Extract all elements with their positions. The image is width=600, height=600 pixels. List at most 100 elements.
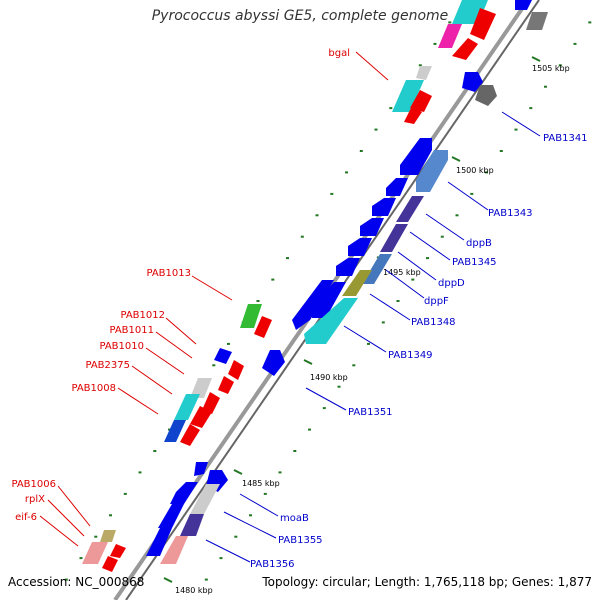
guide-dot (256, 300, 260, 302)
gene-cyan (174, 394, 200, 420)
gene-cyan (392, 80, 424, 112)
gene-label: dppD (438, 278, 465, 289)
tick-label: 1485 kbp (242, 479, 280, 488)
gene-label: PAB1345 (452, 257, 497, 268)
gene-label: PAB1012 (120, 310, 165, 321)
guide-dot (485, 171, 488, 174)
guide-dot (308, 428, 311, 431)
scale-ticks: 1505 kbp 1500 kbp 1495 kbp 1490 kbp 1485… (163, 56, 570, 595)
outer-strand-genes (82, 0, 496, 572)
gene-label: bgal (328, 48, 350, 59)
gene-label: PAB1008 (71, 383, 116, 394)
guide-dot (573, 42, 577, 45)
tick-label: 1500 kbp (456, 166, 494, 175)
guide-dot (94, 535, 98, 538)
guide-dot (337, 385, 341, 388)
gene-label: PAB1006 (11, 479, 56, 490)
inner-strand-genes (146, 0, 548, 564)
gene-cyan (304, 298, 358, 344)
gene-blue (348, 238, 372, 256)
gene-red (228, 360, 244, 380)
map-title: Pyrococcus abyssi GE5, complete genome (151, 8, 449, 24)
guide-dot (345, 171, 348, 174)
topology-text: Topology: circular; Length: 1,765,118 bp… (262, 575, 592, 589)
guide-dot (367, 342, 370, 345)
gene-label: PAB1348 (411, 317, 456, 328)
gene-red (202, 392, 220, 414)
accession-text: Accession: NC_000868 (8, 575, 145, 589)
guide-dot (168, 428, 171, 431)
guide-dot (411, 278, 415, 281)
gene-gray (475, 85, 497, 106)
gene-blue (262, 350, 285, 376)
tick-label: 1505 kbp (532, 64, 570, 73)
gene-label: PAB1013 (146, 268, 191, 279)
guide-dot (433, 42, 437, 45)
gene-blue (372, 198, 396, 216)
gene-pink (160, 536, 188, 564)
guide-dot (123, 492, 127, 495)
gene-light-gray (190, 378, 212, 398)
gene-blue (194, 462, 208, 476)
gene-red (218, 376, 234, 394)
gene-labels-left: bgal PAB1013 PAB1012 PAB1011 PAB1010 PAB… (11, 48, 350, 523)
guide-dot (315, 214, 319, 217)
guide-dot (352, 364, 356, 367)
gene-label: PAB2375 (85, 360, 130, 371)
gene-blue (312, 282, 346, 318)
gene-red (410, 90, 432, 112)
leader-lines (39, 51, 541, 563)
guide-dot (234, 535, 238, 538)
guide-dot (418, 64, 422, 67)
gene-pink (82, 542, 108, 564)
guide-dot (396, 300, 400, 302)
gene-label: PAB1341 (543, 133, 588, 144)
gene-blue (292, 280, 334, 330)
gene-label: PAB1355 (278, 535, 323, 546)
guide-dot (544, 85, 547, 88)
gene-red (180, 424, 200, 446)
guide-dot (558, 64, 562, 67)
gene-red (254, 316, 272, 338)
guide-dot (278, 471, 282, 474)
gene-label: PAB1356 (250, 559, 295, 570)
gene-blue-cyan (164, 420, 186, 442)
guide-dot (440, 235, 444, 238)
gene-label: moaB (280, 513, 309, 524)
guide-dot (286, 257, 289, 260)
gene-indigo (380, 224, 408, 252)
gene-label: rplX (25, 494, 45, 505)
gene-indigo (180, 514, 204, 536)
guide-dot (204, 578, 208, 581)
guide-dot (588, 21, 592, 24)
gene-gray (526, 12, 548, 30)
gene-light-gray (190, 484, 220, 514)
gene-label: PAB1011 (109, 325, 154, 336)
guide-dot (374, 128, 378, 131)
guide-dot (426, 257, 429, 260)
guide-dot (330, 192, 334, 195)
guide-dot (212, 364, 216, 367)
guide-dot (322, 407, 326, 410)
gene-label: PAB1010 (99, 341, 144, 352)
guide-dot (300, 235, 304, 238)
gene-blue (158, 504, 184, 528)
gene-blue (170, 482, 198, 504)
gene-steel (416, 150, 448, 192)
gene-blue (400, 138, 432, 175)
guide-dot (293, 450, 297, 452)
tick-label: 1490 kbp (310, 373, 348, 382)
gene-olive (342, 270, 372, 296)
guide-dot (227, 342, 230, 345)
guide-dot (153, 450, 157, 452)
guide-dot (455, 214, 459, 217)
gene-green (240, 304, 262, 328)
gene-blue (214, 348, 232, 364)
gene-blue (360, 218, 384, 236)
guide-dot (271, 278, 275, 281)
tick-label: 1495 kbp (383, 268, 421, 277)
guide-dot (381, 321, 385, 324)
gene-blue (515, 0, 532, 10)
gene-blue (336, 258, 360, 276)
